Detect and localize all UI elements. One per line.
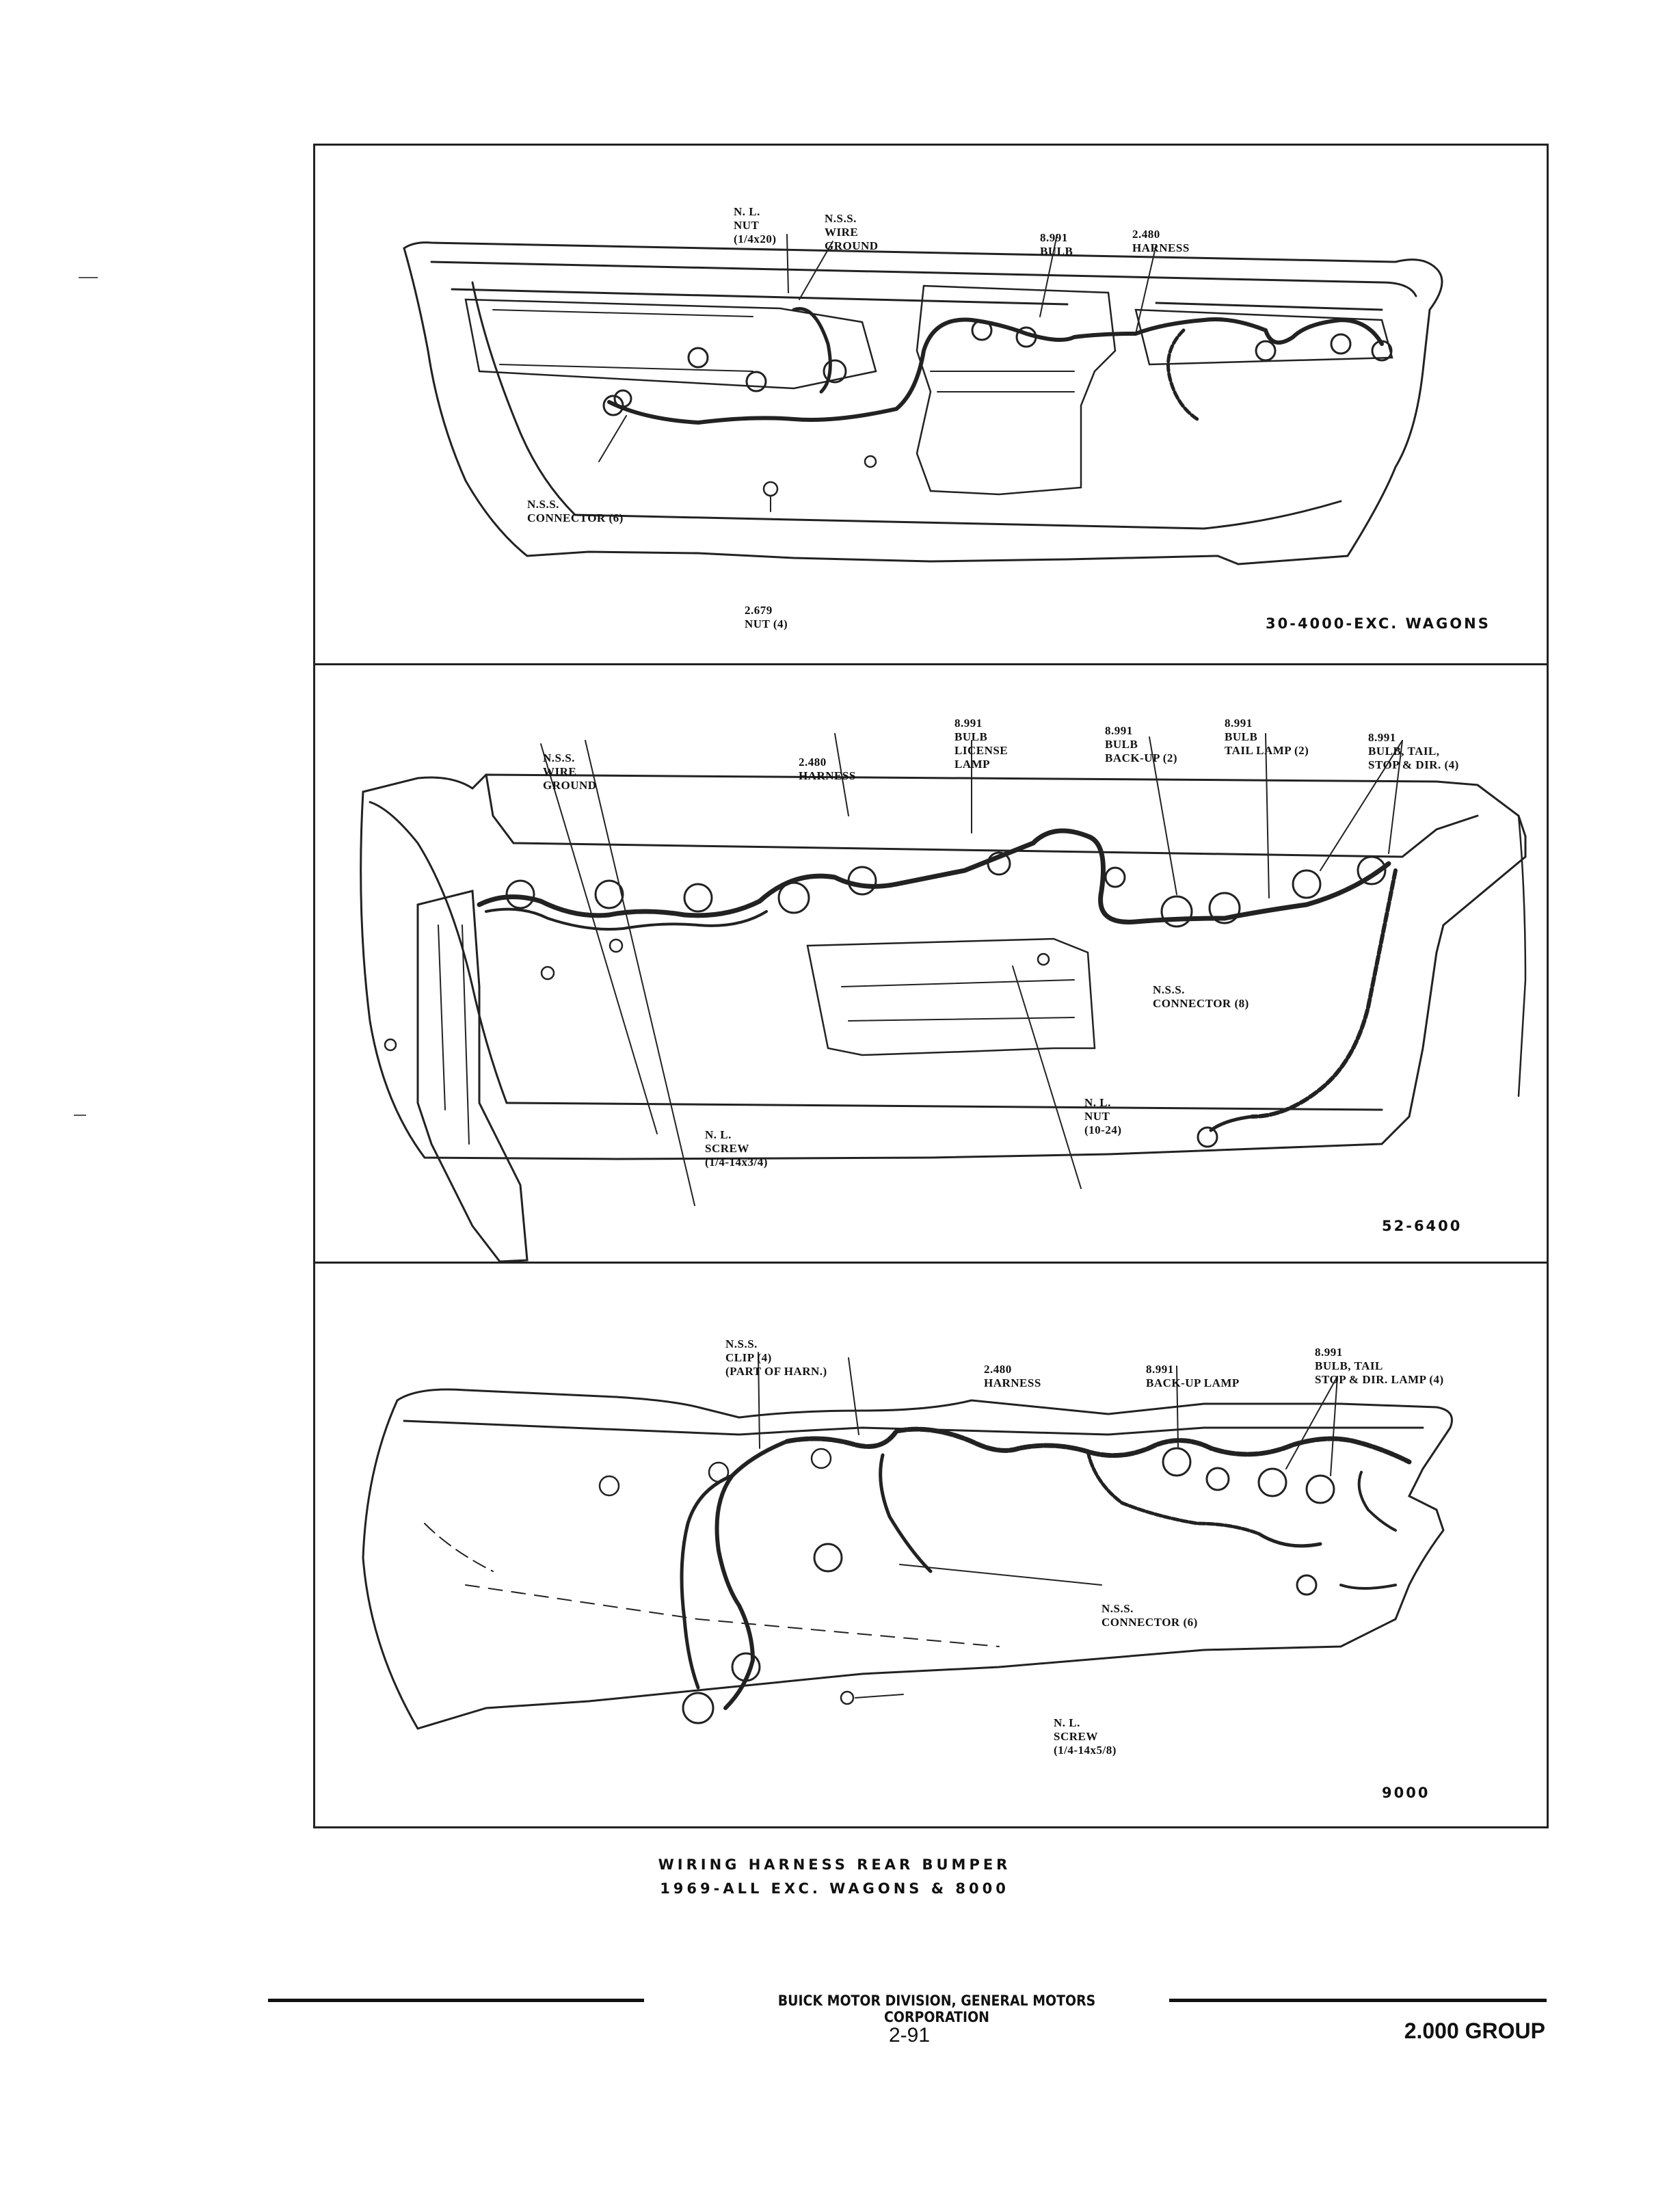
panel-divider-1 — [313, 663, 1549, 665]
bumper-illustration-2 — [360, 733, 1527, 1262]
footer-organization: BUICK MOTOR DIVISION, GENERAL MOTORS COR… — [777, 1993, 1096, 2025]
figure-caption-subtitle: 1969-ALL EXC. WAGONS & 8000 — [660, 1880, 1009, 1897]
label-nl-nut: N. L.NUT(1/4x20) — [734, 205, 777, 245]
scan-mark — [79, 277, 98, 278]
label-nl-nut-10-24: N. L.NUT(10-24) — [1084, 1096, 1122, 1136]
label-nl-screw-5-8: N. L.SCREW(1/4-14x5/8) — [1054, 1716, 1117, 1757]
label-nss-connector-8: N.S.S.CONNECTOR (8) — [1153, 983, 1249, 1010]
label-nss-connector: N.S.S.CONNECTOR (6) — [527, 498, 624, 524]
bumper-illustration-3 — [362, 1352, 1453, 1730]
figure-frame — [313, 144, 1549, 1828]
model-tag-2: 52-6400 — [1382, 1218, 1463, 1234]
figure-caption-title: WIRING HARNESS REAR BUMPER — [658, 1856, 1011, 1873]
page-number: 2-91 — [888, 2024, 931, 2047]
label-nl-screw: N. L.SCREW(1/4-14x3/4) — [705, 1128, 768, 1169]
group-label: 2.000 GROUP — [1404, 2018, 1545, 2043]
scan-mark — [74, 1115, 86, 1116]
model-tag-1: 30-4000-EXC. WAGONS — [1266, 615, 1491, 632]
label-nss-connector-6: N.S.S.CONNECTOR (6) — [1101, 1602, 1198, 1629]
bumper-illustration-1 — [403, 234, 1443, 565]
panel-divider-2 — [313, 1262, 1549, 1264]
footer-rule-left — [268, 1999, 644, 2002]
footer-rule-right — [1169, 1999, 1547, 2002]
label-nss-clip: N.S.S.CLIP (4)(PART OF HARN.) — [725, 1337, 827, 1378]
model-tag-3: 9000 — [1382, 1785, 1430, 1801]
